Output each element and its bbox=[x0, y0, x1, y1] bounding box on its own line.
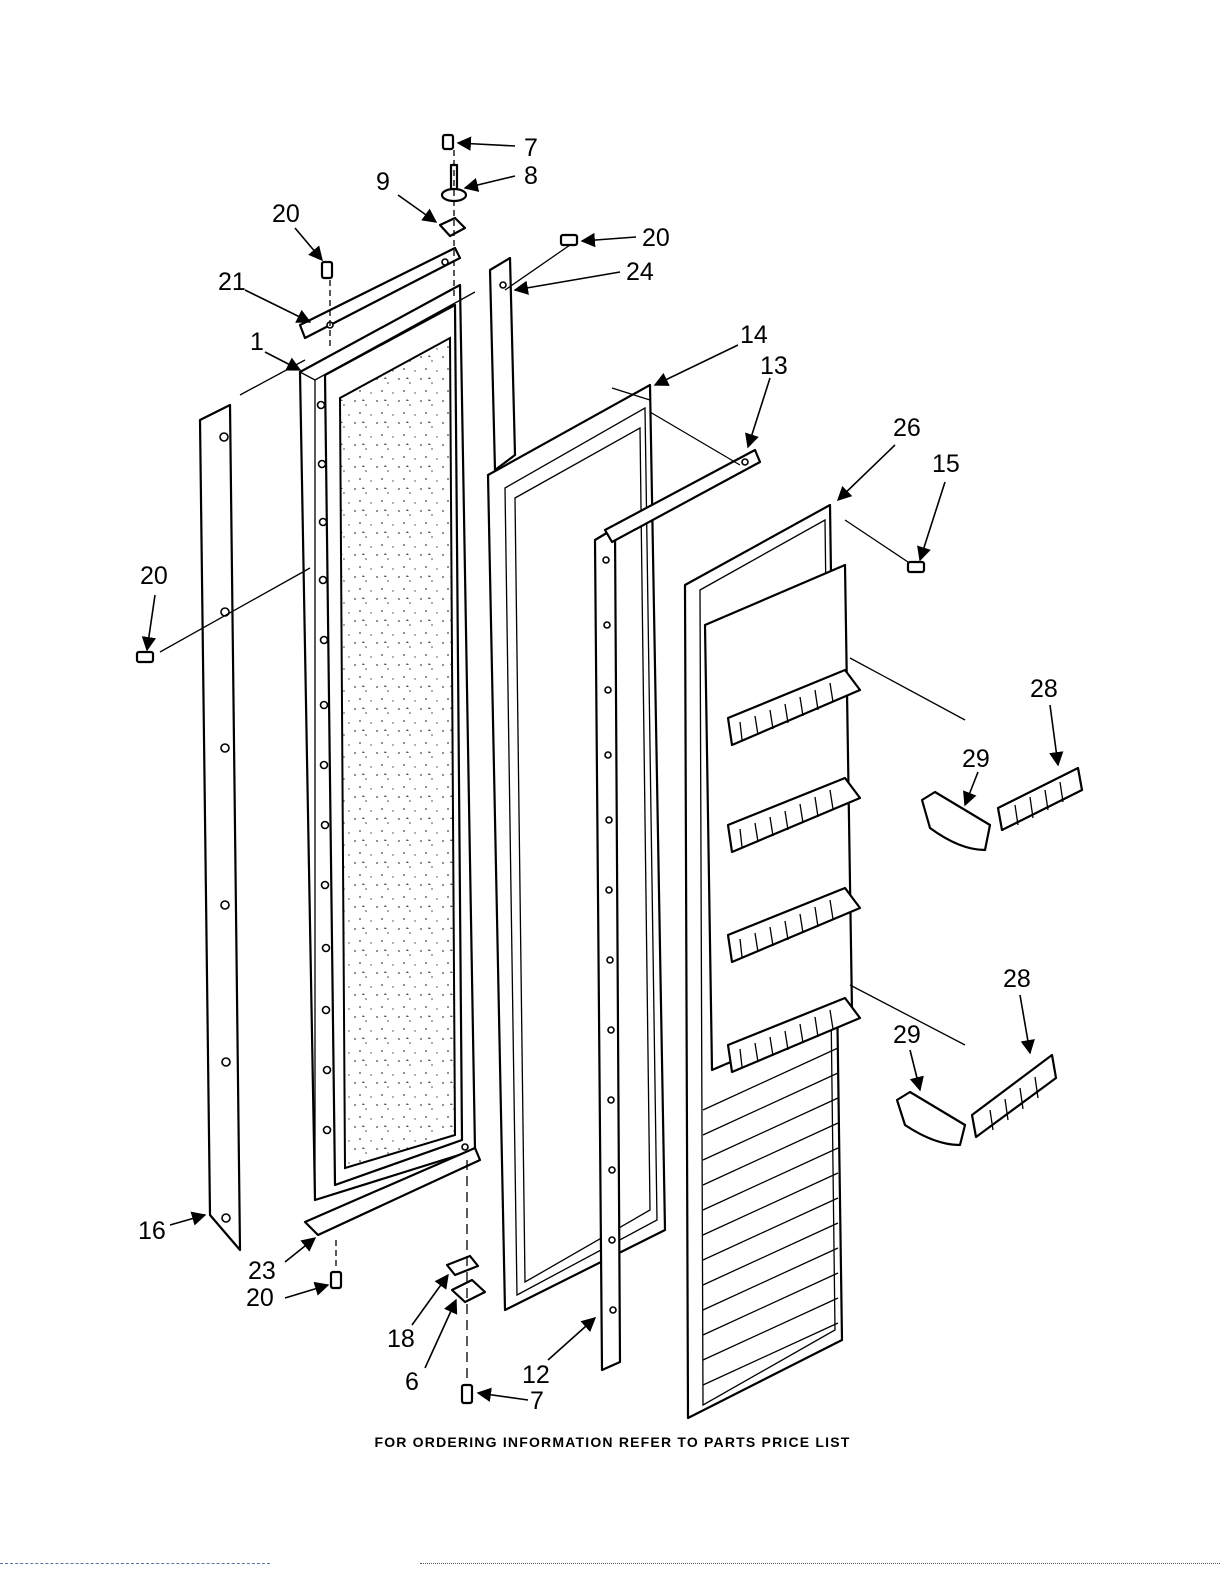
callout-12: 12 bbox=[522, 1361, 550, 1389]
part-7-screw-top bbox=[443, 135, 453, 149]
callout-24: 24 bbox=[626, 258, 654, 286]
callout-1: 1 bbox=[250, 328, 264, 356]
callout-20-top-left: 20 bbox=[272, 200, 300, 228]
callout-18: 18 bbox=[387, 1325, 415, 1353]
part-18-hinge-shim bbox=[447, 1256, 478, 1275]
callout-29-upper: 29 bbox=[962, 745, 990, 773]
part-28-shelf-retainer-lower bbox=[972, 1055, 1056, 1137]
callout-28-upper: 28 bbox=[1030, 675, 1058, 703]
part-26-inner-door-liner bbox=[685, 505, 860, 1418]
callout-9: 9 bbox=[376, 168, 390, 196]
part-20-screw-bottom bbox=[331, 1272, 341, 1288]
part-20-screw-top-right bbox=[561, 235, 577, 245]
part-15-screw bbox=[908, 562, 924, 572]
callout-21: 21 bbox=[218, 268, 246, 296]
bottom-divider-left bbox=[0, 1563, 270, 1564]
part-28-shelf-retainer-upper bbox=[998, 768, 1082, 830]
part-29-shelf-end-cap-lower bbox=[897, 1092, 965, 1145]
callout-16: 16 bbox=[138, 1217, 166, 1245]
callout-13: 13 bbox=[760, 352, 788, 380]
callout-15: 15 bbox=[932, 450, 960, 478]
bottom-divider-right bbox=[420, 1563, 1220, 1564]
part-20-screw-top-left bbox=[322, 262, 332, 278]
callout-14: 14 bbox=[740, 321, 768, 349]
ordering-info-note: FOR ORDERING INFORMATION REFER TO PARTS … bbox=[0, 1434, 1225, 1450]
part-9-hinge-bushing bbox=[440, 218, 465, 236]
callout-8: 8 bbox=[524, 162, 538, 190]
callout-26: 26 bbox=[893, 414, 921, 442]
callout-20-bottom: 20 bbox=[246, 1284, 274, 1312]
callout-29-lower: 29 bbox=[893, 1021, 921, 1049]
part-16-hinge-cover-strip bbox=[200, 405, 240, 1250]
callout-7-top: 7 bbox=[524, 134, 538, 162]
callout-6: 6 bbox=[405, 1368, 419, 1396]
callout-7-bottom: 7 bbox=[530, 1387, 544, 1415]
callout-20-top-right: 20 bbox=[642, 224, 670, 252]
callout-23: 23 bbox=[248, 1257, 276, 1285]
part-24-door-seal-strip bbox=[490, 258, 515, 470]
part-7-screw-bottom bbox=[462, 1385, 472, 1403]
callout-28-lower: 28 bbox=[1003, 965, 1031, 993]
part-20-screw-left bbox=[137, 652, 153, 662]
part-1-door-outer-panel bbox=[300, 285, 475, 1200]
part-29-shelf-end-cap-upper bbox=[922, 792, 990, 850]
callout-20-left: 20 bbox=[140, 562, 168, 590]
part-6-bottom-hinge bbox=[452, 1280, 485, 1302]
